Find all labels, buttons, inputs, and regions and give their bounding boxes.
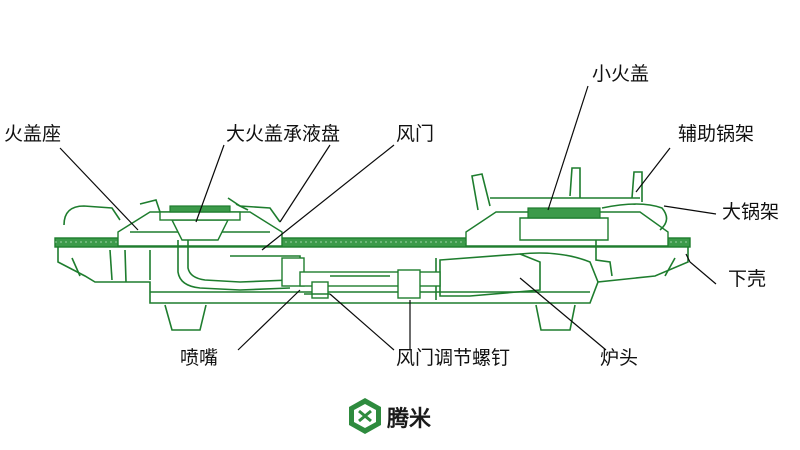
leader-burner-head <box>519 277 607 351</box>
burner-head-tube <box>439 253 541 297</box>
big-pot-rack-part <box>601 203 668 231</box>
left-burner-cup <box>170 219 230 241</box>
air-door-screw-part <box>397 269 421 299</box>
leader-small-fire-cap <box>547 85 589 211</box>
left-rack-left <box>63 205 121 226</box>
label-big-fire-cap-drip-tray: 大火盖承液盘 <box>226 123 340 145</box>
label-air-door-screw: 风门调节螺钉 <box>396 347 510 369</box>
leader-air-door <box>261 144 395 251</box>
label-lower-shell: 下壳 <box>728 268 766 290</box>
label-nozzle: 喷嘴 <box>180 347 218 369</box>
brand-name: 腾米 <box>387 407 432 432</box>
nozzle-part <box>311 281 329 299</box>
top-panel <box>54 237 691 248</box>
left-rack-right <box>227 197 281 223</box>
labels: 火盖座 大火盖承液盘 风门 小火盖 辅助锅架 大锅架 下壳 喷嘴 风门调节螺钉 … <box>4 63 779 369</box>
mixing-tube <box>177 240 291 291</box>
label-burner-head: 炉头 <box>600 347 638 369</box>
big-fire-cap <box>159 211 241 221</box>
leader-lines <box>59 85 717 351</box>
right-rack-center-arm <box>569 167 581 198</box>
label-small-fire-cap: 小火盖 <box>592 63 649 85</box>
left-foot <box>164 304 207 331</box>
leader-screw-2 <box>329 293 395 351</box>
right-rack-left-arm <box>471 173 491 211</box>
brand: 腾米 <box>349 398 432 434</box>
aux-pot-rack-part <box>631 171 643 202</box>
lower-shell-outline <box>57 245 689 304</box>
label-fire-cap-seat: 火盖座 <box>4 123 61 145</box>
watermark: 豆包AI生成 <box>700 422 767 438</box>
leader-big-fire-cap <box>195 144 225 223</box>
leader-nozzle <box>237 289 301 351</box>
label-big-pot-rack: 大锅架 <box>722 201 779 223</box>
small-fire-cap-part <box>527 207 601 219</box>
label-air-door: 风门 <box>396 123 434 145</box>
label-aux-pot-rack: 辅助锅架 <box>678 123 754 145</box>
right-burner <box>435 167 669 300</box>
leader-lower-shell <box>685 253 717 285</box>
right-burner-cup <box>519 217 609 241</box>
leader-big-pot-rack <box>663 205 717 215</box>
right-foot <box>535 304 576 331</box>
gas-pipe-assembly <box>299 269 441 299</box>
tengmi-logo-icon <box>349 398 381 434</box>
leader-aux-pot-rack <box>635 147 671 193</box>
leader-fire-cap-seat <box>59 147 139 231</box>
leader-drip-tray <box>279 144 331 223</box>
